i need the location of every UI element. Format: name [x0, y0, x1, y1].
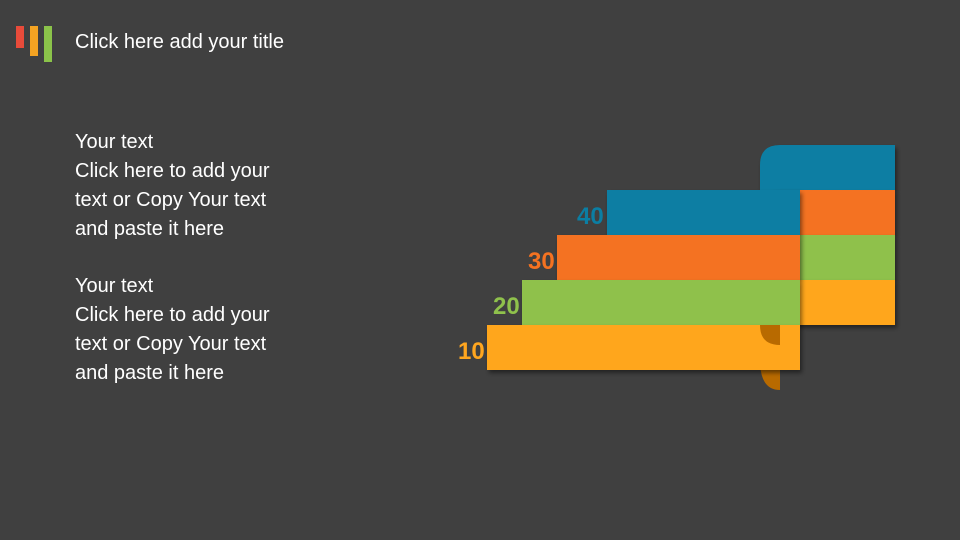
logo-bar-red — [16, 26, 24, 48]
step-label-20: 20 — [493, 293, 520, 320]
text-line: Click here to add your — [75, 304, 270, 326]
text-line: Click here to add your — [75, 160, 270, 182]
text-block-1[interactable]: Your text Click here to add your text or… — [75, 128, 335, 244]
text-line: and paste it here — [75, 218, 224, 240]
text-line: text or Copy Your text — [75, 333, 267, 355]
ribbon-bar-30 — [557, 235, 800, 280]
step-label-30: 30 — [528, 248, 555, 275]
text-line: text or Copy Your text — [75, 189, 267, 211]
step-label-40: 40 — [577, 203, 604, 230]
logo-bar-green — [44, 26, 52, 62]
ribbon-bar-40 — [607, 190, 800, 235]
slide-title[interactable]: Click here add your title — [75, 31, 284, 53]
logo-bar-orange — [30, 26, 38, 56]
ribbon-curl-bottom — [760, 325, 780, 345]
text-heading: Your text — [75, 131, 154, 153]
ribbon-top-40 — [760, 145, 895, 190]
text-heading: Your text — [75, 275, 154, 297]
text-block-2[interactable]: Your text Click here to add your text or… — [75, 272, 335, 388]
step-label-10: 10 — [458, 338, 485, 365]
ribbon-bar-10 — [487, 325, 800, 370]
ribbon-bar-20 — [522, 280, 800, 325]
text-line: and paste it here — [75, 362, 224, 384]
